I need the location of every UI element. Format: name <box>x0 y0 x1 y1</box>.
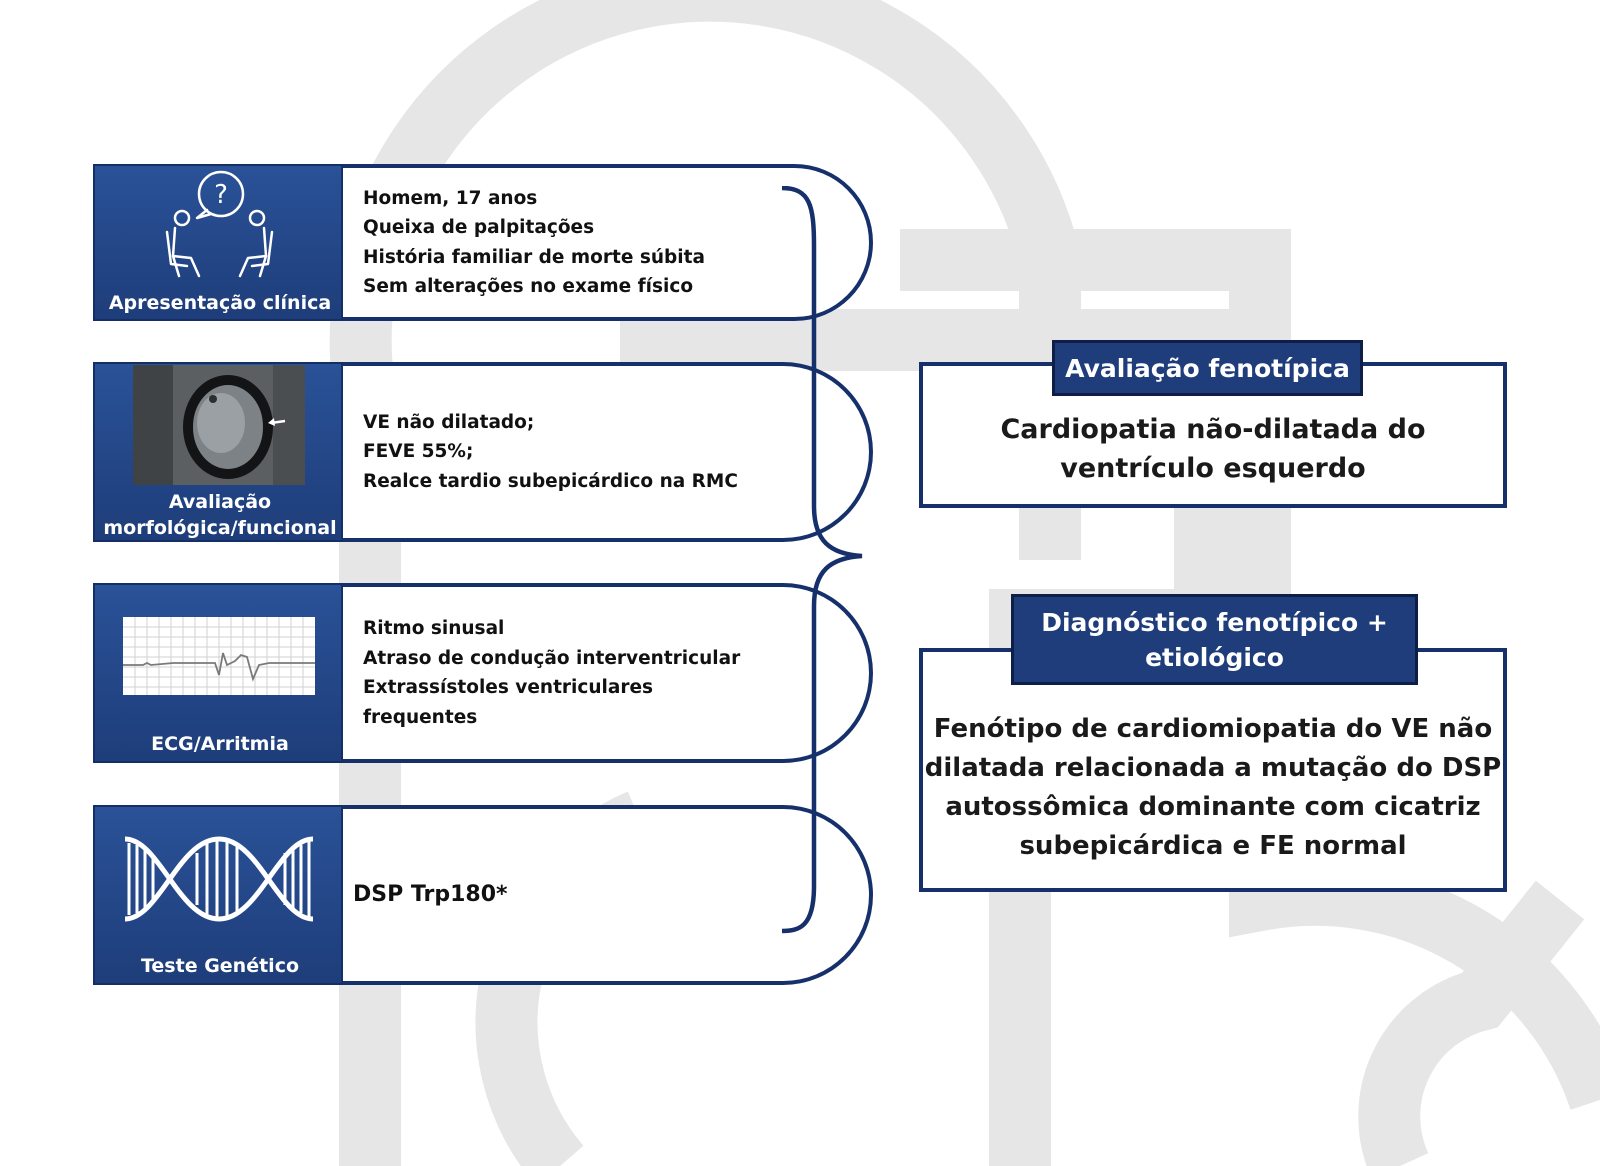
genetic-result: DSP Trp180* <box>353 882 508 908</box>
row-caption: ECG/Arritmia <box>151 733 289 755</box>
ecg-strip-image <box>123 617 315 695</box>
ecg-arrhythmia-details: Ritmo sinusal Atraso de condução interve… <box>343 583 873 763</box>
phenotype-box: Cardiopatia não-dilatada do ventrículo e… <box>919 362 1507 508</box>
diagnosis-box: Fenótipo de cardiomiopatia do VE não dil… <box>919 648 1507 892</box>
detail-line: Homem, 17 anos <box>363 187 538 209</box>
curly-brace <box>781 186 863 934</box>
detail-line: História familiar de morte súbita <box>363 246 705 268</box>
detail-line: Ritmo sinusal <box>363 618 505 639</box>
detail-line: frequentes <box>363 706 478 728</box>
diagnosis-line: subepicárdica e FE normal <box>1019 831 1407 861</box>
detail-line: Queixa de palpitações <box>363 217 595 238</box>
ecg-arrhythmia-panel: ECG/Arritmia <box>93 583 343 763</box>
detail-line: FEVE 55%; <box>363 441 474 463</box>
diagnosis-tag: Diagnóstico fenotípico + etiológico <box>1011 594 1418 685</box>
diagnosis-text: Fenótipo de cardiomiopatia do VE não dil… <box>923 710 1503 866</box>
diagnosis-line: autossômica dominante com cicatriz <box>945 792 1481 822</box>
clinical-presentation-panel: ? Apresentação clínica <box>93 164 343 321</box>
consultation-icon: ? <box>165 170 274 278</box>
detail-line: Realce tardio subepicárdico na RMC <box>363 470 738 492</box>
cardiac-mri-image <box>133 365 305 485</box>
row-caption: Apresentação clínica <box>108 292 332 314</box>
phenotype-line: Cardiopatia não-dilatada do <box>1000 414 1426 445</box>
diagnosis-line: dilatada relacionada a mutação do DSP <box>924 753 1502 783</box>
morphological-assessment-details: VE não dilatado; FEVE 55%; Realce tardio… <box>343 362 873 542</box>
detail-line: Atraso de condução interventricular <box>363 647 741 669</box>
clinical-presentation-details: Homem, 17 anos Queixa de palpitações His… <box>343 164 873 321</box>
diagnosis-tag-line: etiológico <box>1145 642 1284 672</box>
genetic-test-panel: Teste Genético <box>93 805 343 985</box>
diagnosis-line: Fenótipo de cardiomiopatia do VE não <box>933 714 1493 744</box>
phenotype-text: Cardiopatia não-dilatada do ventrículo e… <box>923 410 1503 488</box>
row-caption: Teste Genético <box>140 955 300 977</box>
morphological-assessment-panel: Avaliação morfológica/funcional <box>93 362 343 542</box>
caption-line: morfológica/funcional <box>103 517 337 539</box>
detail-line: Sem alterações no exame físico <box>363 276 694 297</box>
diagnosis-tag-line: Diagnóstico fenotípico + <box>1041 607 1388 637</box>
detail-line: VE não dilatado; <box>363 411 535 433</box>
detail-line: Extrassístoles ventriculares <box>363 677 654 698</box>
dna-icon <box>124 836 314 922</box>
caption-line: Avaliação <box>168 491 272 513</box>
question-mark-icon: ? <box>214 180 228 210</box>
phenotype-tag-label: Avaliação fenotípica <box>1065 353 1350 383</box>
phenotype-line: ventrículo esquerdo <box>1060 453 1366 484</box>
row-caption: Avaliação morfológica/funcional <box>95 489 345 541</box>
phenotype-tag: Avaliação fenotípica <box>1052 340 1363 396</box>
genetic-test-details: DSP Trp180* <box>343 805 873 985</box>
